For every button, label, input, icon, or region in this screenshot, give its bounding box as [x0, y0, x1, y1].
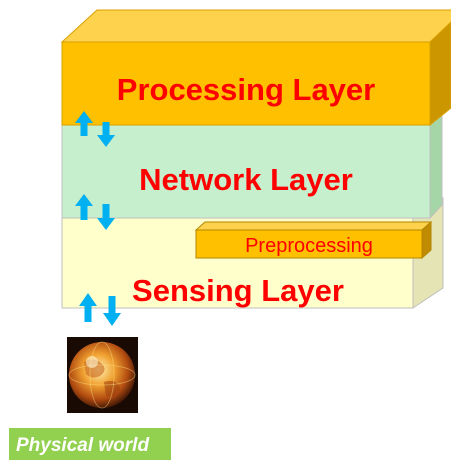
preprocessing-front — [195, 229, 423, 259]
globe-icon — [69, 342, 135, 408]
globe-image — [67, 337, 138, 413]
up-arrow-icon — [79, 293, 97, 322]
down-arrow-icon — [97, 204, 115, 230]
arrow-pair-sensing-physical — [79, 293, 121, 326]
network-layer-front — [61, 124, 431, 219]
processing-layer-front — [61, 41, 431, 126]
physical-world-background — [9, 428, 171, 460]
preprocessing-label: Preprocessing — [245, 235, 373, 257]
up-arrow-icon — [75, 111, 93, 136]
preprocessing-top — [194, 221, 433, 231]
network-layer-block — [61, 111, 443, 220]
up-arrow-icon — [75, 194, 93, 220]
sensing-layer-label: Sensing Layer — [132, 273, 344, 308]
physical-world-box: Physical world — [9, 428, 171, 460]
down-arrow-icon — [97, 122, 115, 147]
network-layer-label: Network Layer — [139, 162, 353, 197]
processing-layer-block — [60, 9, 451, 127]
processing-layer-label: Processing Layer — [117, 72, 375, 107]
arrow-pair-processing-network — [75, 111, 115, 147]
network-layer-side — [429, 111, 443, 220]
processing-layer-top — [60, 9, 451, 43]
preprocessing-box: Preprocessing — [194, 220, 433, 260]
physical-world-label: Physical world — [16, 435, 149, 456]
down-arrow-icon — [103, 296, 121, 326]
arrow-pair-network-sensing — [75, 194, 115, 230]
